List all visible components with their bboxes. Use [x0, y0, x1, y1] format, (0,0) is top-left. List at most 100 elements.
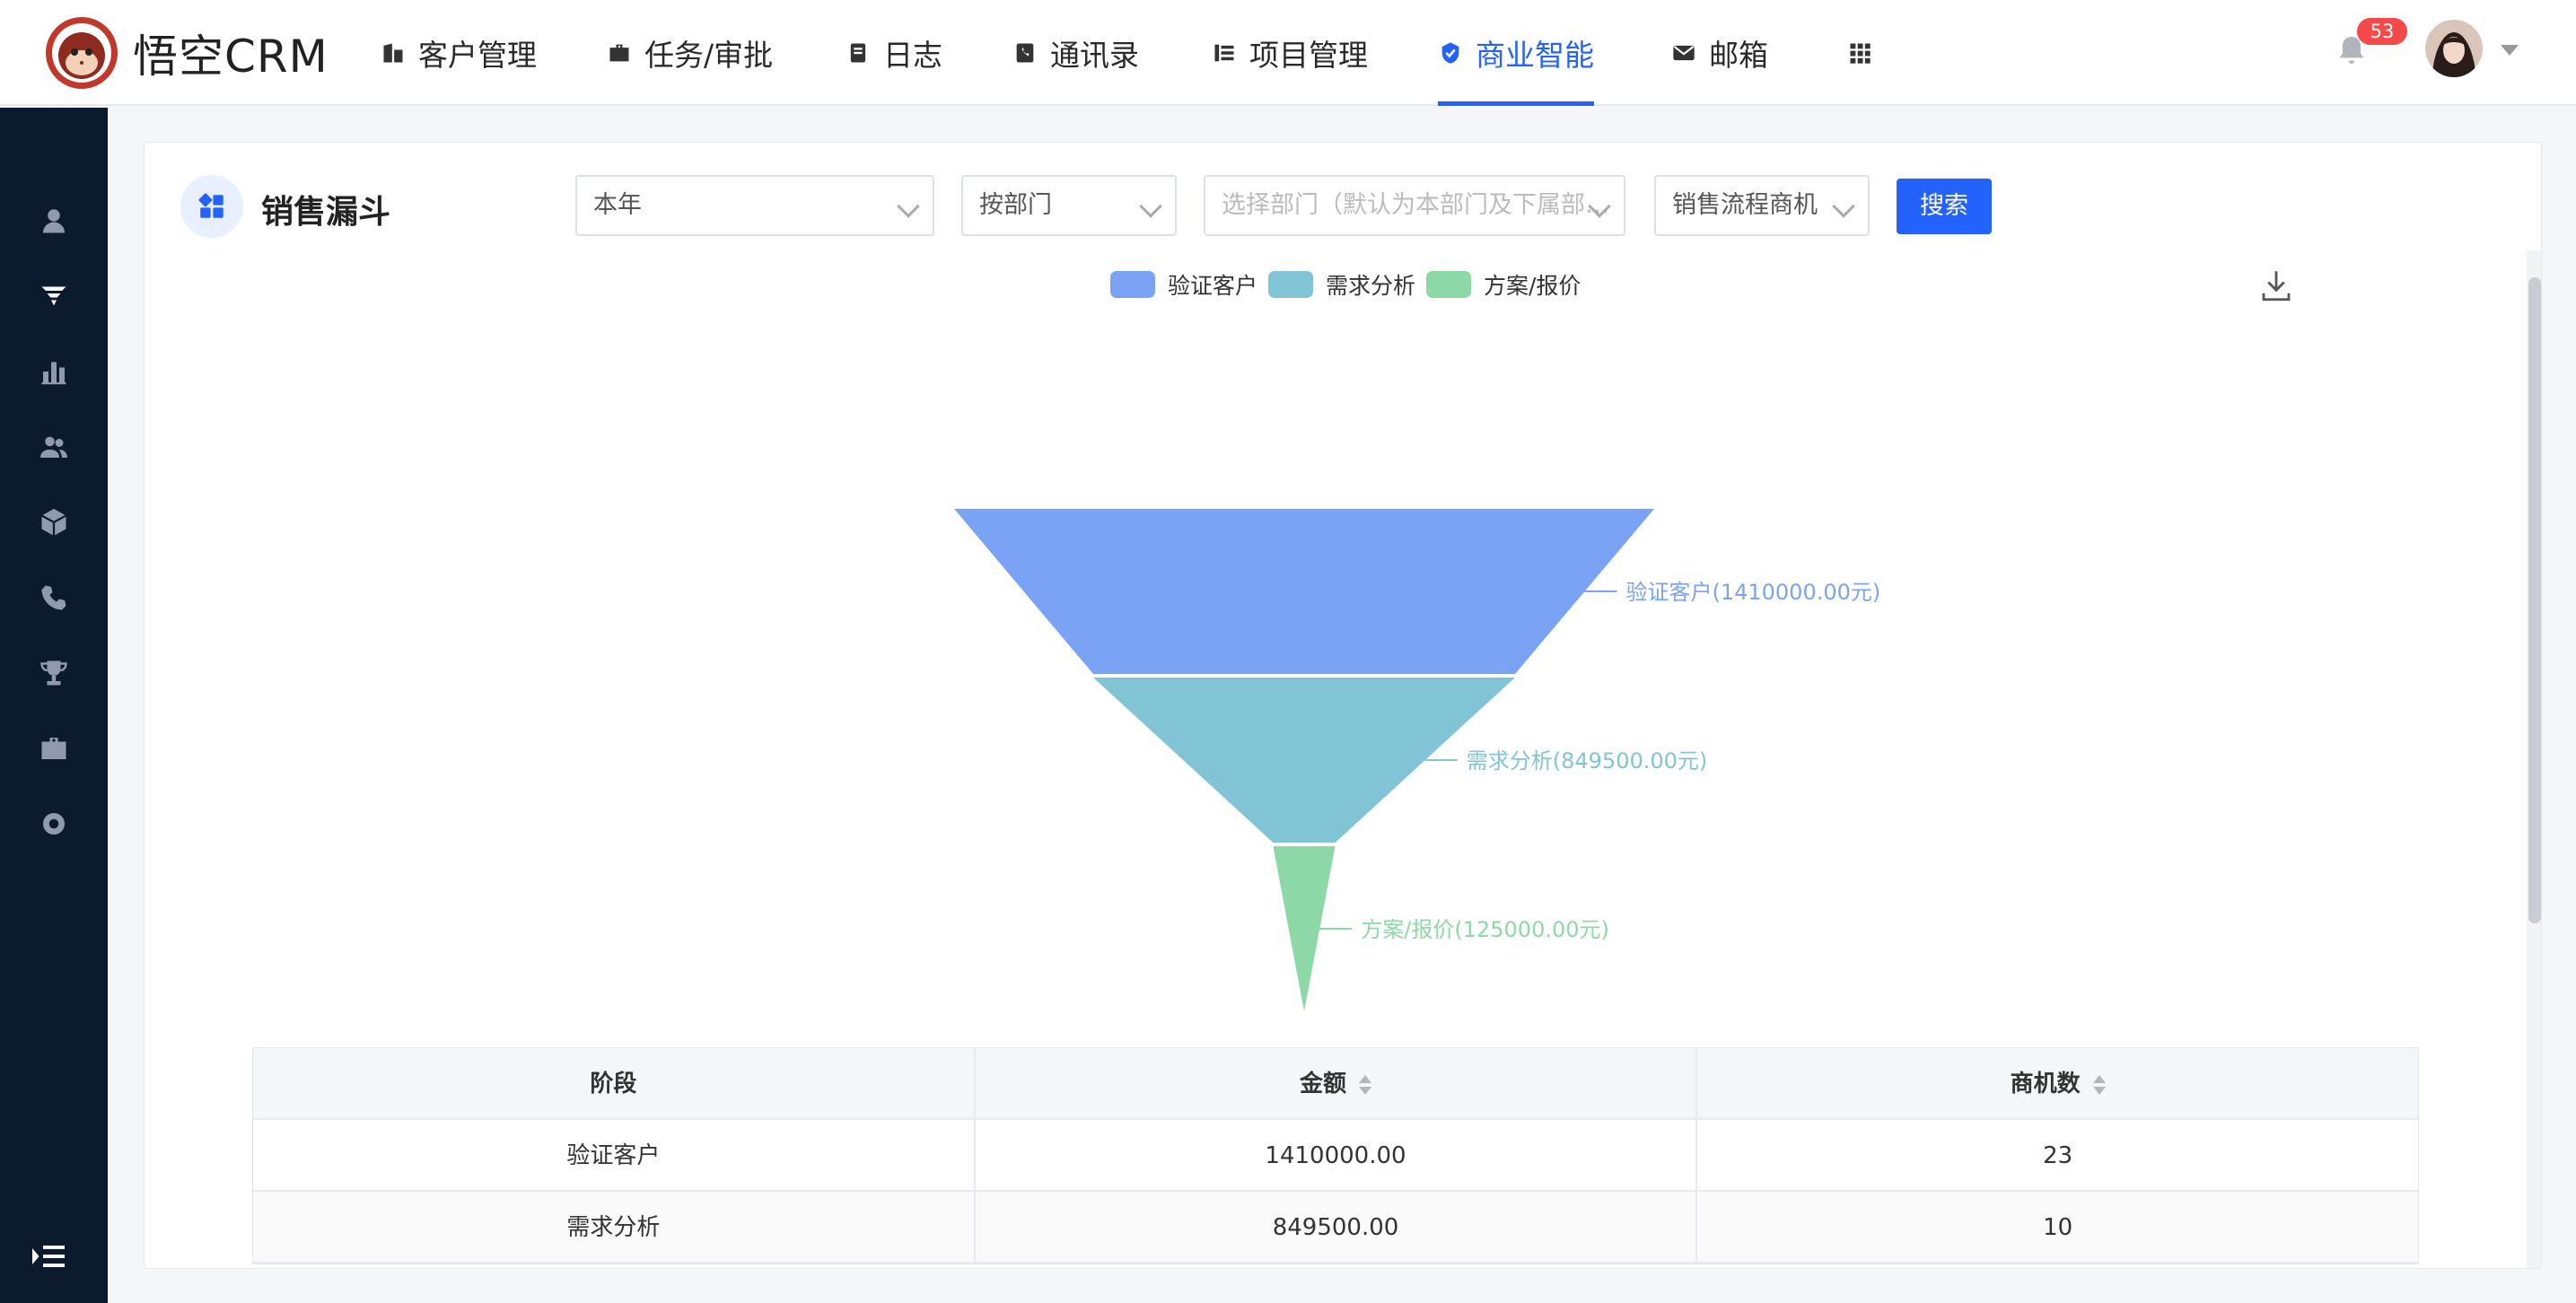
shield-check-icon — [1441, 42, 1459, 64]
process-select[interactable]: 销售流程商机 — [1654, 175, 1870, 236]
team-icon — [40, 436, 67, 458]
scrollbar-thumb[interactable] — [2528, 277, 2541, 923]
process-select-value: 销售流程商机 — [1672, 191, 1818, 219]
nav-label: 通讯录 — [1050, 38, 1139, 73]
nav-business-intelligence[interactable]: 商业智能 — [1438, 0, 1594, 106]
sidebar — [0, 108, 108, 1303]
download-icon[interactable] — [2257, 267, 2295, 304]
table-cell-stage: 需求分析 — [253, 1192, 976, 1262]
chevron-down-icon[interactable] — [2501, 45, 2519, 56]
sidebar-item-employee[interactable] — [38, 431, 70, 463]
user-icon — [43, 209, 65, 233]
grid-apps-icon — [1850, 43, 1871, 64]
scope-select[interactable]: 按部门 — [961, 175, 1177, 236]
table-cell-amount: 849500.00 — [976, 1192, 1698, 1262]
table-header-count[interactable]: 商机数 — [1697, 1048, 2418, 1118]
header-label: 商机数 — [2010, 1071, 2081, 1097]
briefcase-icon — [609, 44, 629, 62]
funnel-icon — [41, 286, 66, 306]
sidebar-item-performance[interactable] — [38, 355, 70, 388]
user-photo-icon — [2425, 20, 2483, 77]
nav-tasks-approval[interactable]: 任务/审批 — [607, 0, 773, 106]
avatar[interactable] — [2425, 20, 2483, 77]
nav-project-management[interactable]: 项目管理 — [1212, 0, 1368, 106]
bell-icon[interactable] — [2334, 32, 2370, 68]
header-label: 阶段 — [590, 1071, 637, 1097]
app-logo[interactable]: 悟空CRM — [45, 16, 329, 90]
search-button[interactable]: 搜索 — [1897, 179, 1992, 234]
table-header-amount[interactable]: 金额 — [976, 1048, 1698, 1118]
sidebar-item-customer[interactable] — [38, 205, 70, 237]
nav-label: 任务/审批 — [644, 38, 774, 73]
sidebar-item-settings[interactable] — [38, 808, 70, 840]
period-select[interactable]: 本年 — [575, 175, 934, 236]
dashboard-icon — [198, 193, 223, 218]
box-icon — [40, 509, 67, 536]
table-cell-amount: 1410000.00 — [976, 1120, 1698, 1190]
legend-label: 方案/报价 — [1484, 273, 1582, 299]
legend-label: 需求分析 — [1326, 273, 1416, 299]
sidebar-item-funnel[interactable] — [38, 280, 70, 312]
nav-customer-management[interactable]: 客户管理 — [381, 0, 537, 106]
chevron-down-icon — [1139, 195, 1162, 218]
table-header-row: 阶段 金额 商机数 — [253, 1048, 2418, 1120]
phone-icon — [41, 585, 66, 610]
table-row[interactable]: 需求分析 849500.00 10 — [253, 1192, 2418, 1264]
briefcase-icon — [41, 738, 66, 759]
table-row[interactable]: 验证客户 1410000.00 23 — [253, 1120, 2418, 1192]
funnel-segment[interactable] — [954, 509, 1654, 674]
funnel-table: 阶段 金额 商机数 验证客户 1410000.00 23 需求分析 849500… — [252, 1047, 2419, 1264]
legend-swatch — [1268, 271, 1313, 298]
funnel-data-label: 方案/报价(125000.00元) — [1361, 917, 1609, 942]
sidebar-item-product[interactable] — [38, 506, 70, 538]
funnel-data-label: 验证客户(1410000.00元) — [1625, 580, 1880, 605]
funnel-segment[interactable] — [1273, 846, 1336, 1011]
nav-contacts[interactable]: 通讯录 — [1012, 0, 1139, 106]
building-icon — [383, 43, 403, 63]
nav-mailbox[interactable]: 邮箱 — [1671, 0, 1768, 106]
sidebar-item-ranking[interactable] — [38, 657, 70, 689]
legend-item-stage1[interactable]: 验证客户 — [1110, 267, 1257, 302]
scope-select-value: 按部门 — [979, 191, 1052, 219]
sales-funnel-chart: 验证客户(1410000.00元)需求分析(849500.00元)方案/报价(1… — [954, 509, 1880, 1011]
page-title: 销售漏斗 — [261, 194, 391, 231]
nav-label: 邮箱 — [1709, 38, 1768, 73]
app-brand-name: 悟空CRM — [133, 31, 329, 83]
trophy-icon — [40, 660, 67, 686]
top-nav: 悟空CRM 客户管理 任务/审批 日志 通讯录 项目管理 商业智能 邮箱 53 — [0, 0, 2576, 106]
settings-gear-icon — [43, 813, 65, 835]
legend-item-stage3[interactable]: 方案/报价 — [1426, 267, 1581, 302]
phone-book-icon — [1016, 43, 1034, 63]
sidebar-item-office[interactable] — [38, 732, 70, 765]
department-select-placeholder: 选择部门（默认为本部门及下属部… — [1222, 191, 1609, 219]
sort-icon[interactable] — [1359, 1074, 1372, 1095]
legend-item-stage2[interactable]: 需求分析 — [1268, 267, 1415, 302]
menu-collapse-icon — [32, 1246, 65, 1267]
department-select[interactable]: 选择部门（默认为本部门及下属部… — [1204, 175, 1625, 236]
monkey-logo-icon — [46, 17, 118, 89]
sidebar-collapse-toggle[interactable] — [27, 1240, 70, 1272]
legend-swatch — [1426, 271, 1471, 298]
sort-icon[interactable] — [2092, 1074, 2106, 1095]
legend-swatch — [1110, 271, 1155, 298]
main-card: 销售漏斗 本年 按部门 选择部门（默认为本部门及下属部… 销售流程商机 搜索 验… — [144, 142, 2542, 1269]
chevron-down-icon — [897, 195, 920, 218]
header-label: 金额 — [1300, 1071, 1347, 1097]
project-list-icon — [1214, 44, 1234, 62]
table-header-stage: 阶段 — [253, 1048, 976, 1118]
bar-chart-icon — [41, 362, 66, 385]
nav-label: 商业智能 — [1476, 38, 1594, 73]
nav-label: 客户管理 — [418, 38, 537, 73]
chevron-down-icon — [1832, 195, 1855, 218]
funnel-segment[interactable] — [1093, 678, 1515, 843]
nav-journal[interactable]: 日志 — [846, 0, 942, 106]
nav-label: 日志 — [883, 38, 942, 73]
page-title-icon — [180, 175, 243, 238]
sidebar-item-call[interactable] — [38, 582, 70, 614]
notification-badge: 53 — [2357, 18, 2407, 45]
table-cell-count: 10 — [2043, 1214, 2073, 1241]
table-cell-count: 23 — [2043, 1142, 2073, 1169]
nav-more-apps[interactable] — [1847, 0, 1872, 106]
table-cell-stage: 验证客户 — [253, 1120, 976, 1190]
period-select-value: 本年 — [593, 191, 642, 219]
